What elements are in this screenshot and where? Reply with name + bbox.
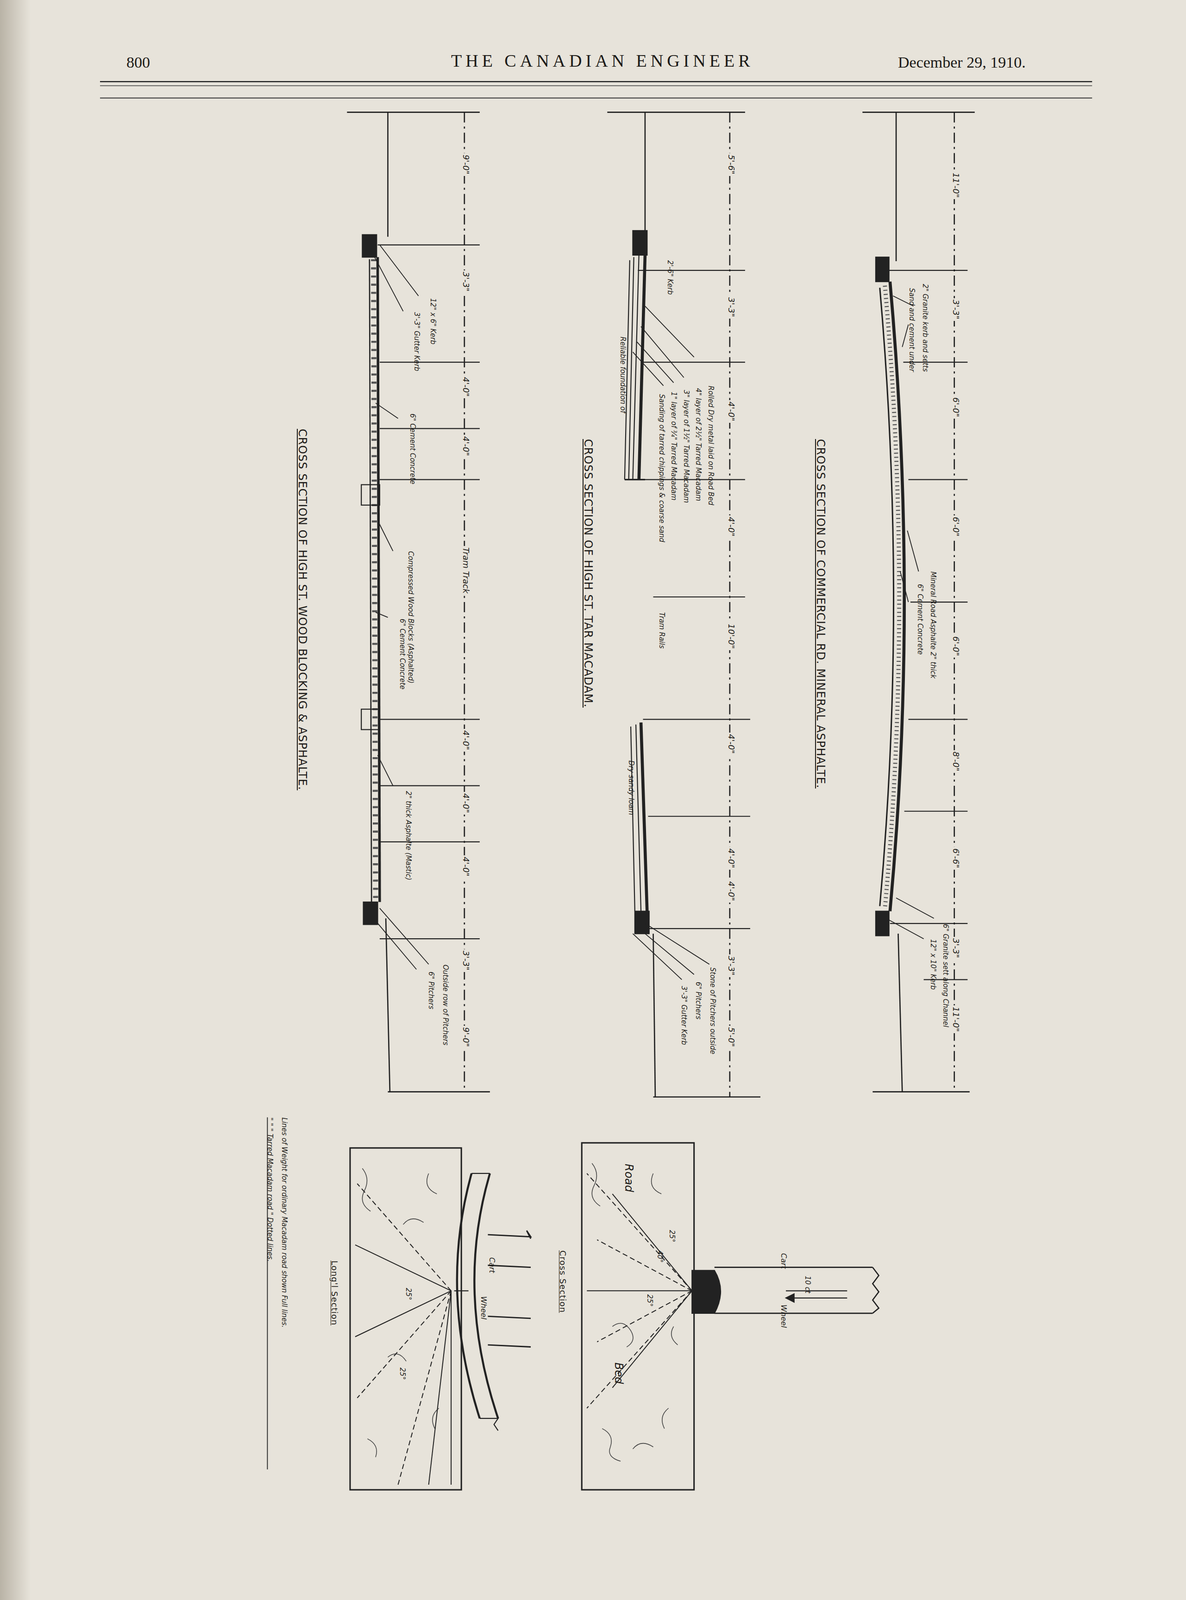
section-caption: Cross Section: [557, 1250, 568, 1313]
dimension: 4'-0": [726, 879, 736, 903]
dimension: 11'-0": [950, 1005, 961, 1034]
dimension: 11'-0": [950, 171, 961, 200]
dimension: Tram Track: [460, 545, 471, 596]
callout-note: Reliable foundation of: [618, 336, 627, 414]
callout-note: Tram Rails: [657, 612, 666, 649]
dimension: 3'-3": [460, 270, 471, 294]
page-header: THE CANADIAN ENGINEER: [451, 50, 754, 72]
dimension: 6'-6": [950, 847, 961, 870]
callout-note: Wheel: [779, 1304, 788, 1328]
callout-note: 3'-3" Gutter Kerb: [679, 985, 688, 1046]
callout-note: 10 ct: [803, 1275, 812, 1294]
callout-note: 25°: [404, 1287, 413, 1301]
callout-note: 12" x 10" Kerb: [928, 939, 937, 990]
callout-note: 25°: [398, 1367, 407, 1381]
callout-note: Mineral Road Asphalte 2" thick: [928, 571, 937, 679]
dimension: 4'-0": [460, 855, 471, 879]
dimension: 10'-0": [726, 622, 736, 651]
callout-note: 12" x 6" Kerb: [428, 298, 437, 345]
dimension: 6'-0": [950, 634, 961, 658]
callout-note: Sanding of tarred chippings & coarse san…: [657, 394, 666, 543]
dimension: 4'-0": [460, 434, 471, 458]
section-caption: CROSS SECTION OF HIGH ST. WOOD BLOCKING …: [295, 428, 309, 791]
dimension: 5'-6": [726, 153, 736, 176]
dimension: 3'-3": [950, 298, 961, 321]
dimension: 4'-0": [726, 847, 736, 870]
dimension: 3'-3": [726, 954, 736, 978]
section-caption: CROSS SECTION OF HIGH ST. TAR MACADAM.: [581, 439, 595, 708]
page-meta: December 29, 1910.: [897, 53, 1026, 72]
dimension: 4'-0": [726, 400, 736, 423]
callout-note: Outside row of Pitchers: [441, 964, 450, 1046]
callout-note: Sand and cement under: [907, 288, 916, 372]
dimension: 6'-0": [950, 515, 961, 539]
callout-note: Cart: [779, 1253, 788, 1269]
callout-note: 6" Cement Concrete: [408, 413, 417, 485]
callout-note: 2" Granite kerb and setts: [921, 283, 929, 372]
callout-note: 3" layer of 1½" Tarred Macadam: [682, 389, 691, 503]
section-caption: CROSS SECTION OF COMMERCIAL RD. MINERAL …: [813, 439, 827, 789]
callout-note: 1" layer of ¾" Tarred Macadam: [669, 391, 678, 501]
callout-note: 25°: [645, 1294, 654, 1307]
dimension: 4'-0": [726, 732, 736, 756]
callout-note: 6" Cement Concrete: [398, 618, 407, 690]
legend-note: Lines of Weight for ordinary Macadam roa…: [280, 1117, 289, 1328]
callout-note: Compressed Wood Blocks (Asphalted): [406, 551, 415, 684]
dimension: 3'-3": [460, 949, 471, 973]
callout-note: Road: [621, 1163, 635, 1193]
callout-note: Cart: [487, 1257, 496, 1274]
callout-note: Dry sandy loam: [627, 760, 635, 816]
dimension: 4'-0": [460, 728, 471, 752]
callout-note: 2'-6" Kerb: [665, 260, 674, 295]
callout-note: 25°: [667, 1229, 676, 1243]
callout-note: 2" thick Asphalte (Mastic): [404, 790, 413, 881]
dimension: 9'-0": [460, 1025, 471, 1049]
callout-note: Stone of Pitchers outside: [708, 967, 717, 1055]
callout-note: Rolled Dry metal laid on Road Bed: [706, 385, 715, 506]
callout-note: 6" Pitchers: [426, 971, 435, 1010]
callout-note: Bed: [611, 1362, 625, 1384]
dimension: 3'-3": [726, 295, 736, 319]
section-caption: Long'l Section: [329, 1260, 339, 1326]
dimension: 8'-0": [950, 750, 961, 773]
callout-note: 3'-3" Gutter Kerb: [412, 312, 421, 372]
dimension: 6'-0": [950, 395, 961, 419]
callout-note: 6" Pitchers: [694, 981, 703, 1020]
callout-note: 4" layer of 2½" Tarred Macadam: [694, 388, 703, 502]
dimension: 9'-0": [460, 153, 471, 176]
dimension: 4'-0": [460, 791, 471, 815]
callout-note: Wheel: [479, 1296, 488, 1320]
dimension: 5'-0": [726, 1025, 736, 1049]
callout-note: 6" Granite sett along Channel: [941, 923, 950, 1028]
page-meta: 800: [126, 53, 151, 72]
legend-note: " " " Tarred Macadam road " Dotted lines…: [265, 1117, 274, 1262]
callout-note: 6" Cement Concrete: [916, 583, 924, 655]
dimension: 4'-0": [726, 515, 736, 539]
dimension: 3'-3": [950, 936, 961, 960]
callout-note: 40°: [655, 1250, 664, 1263]
dimension: 4'-0": [460, 375, 471, 399]
